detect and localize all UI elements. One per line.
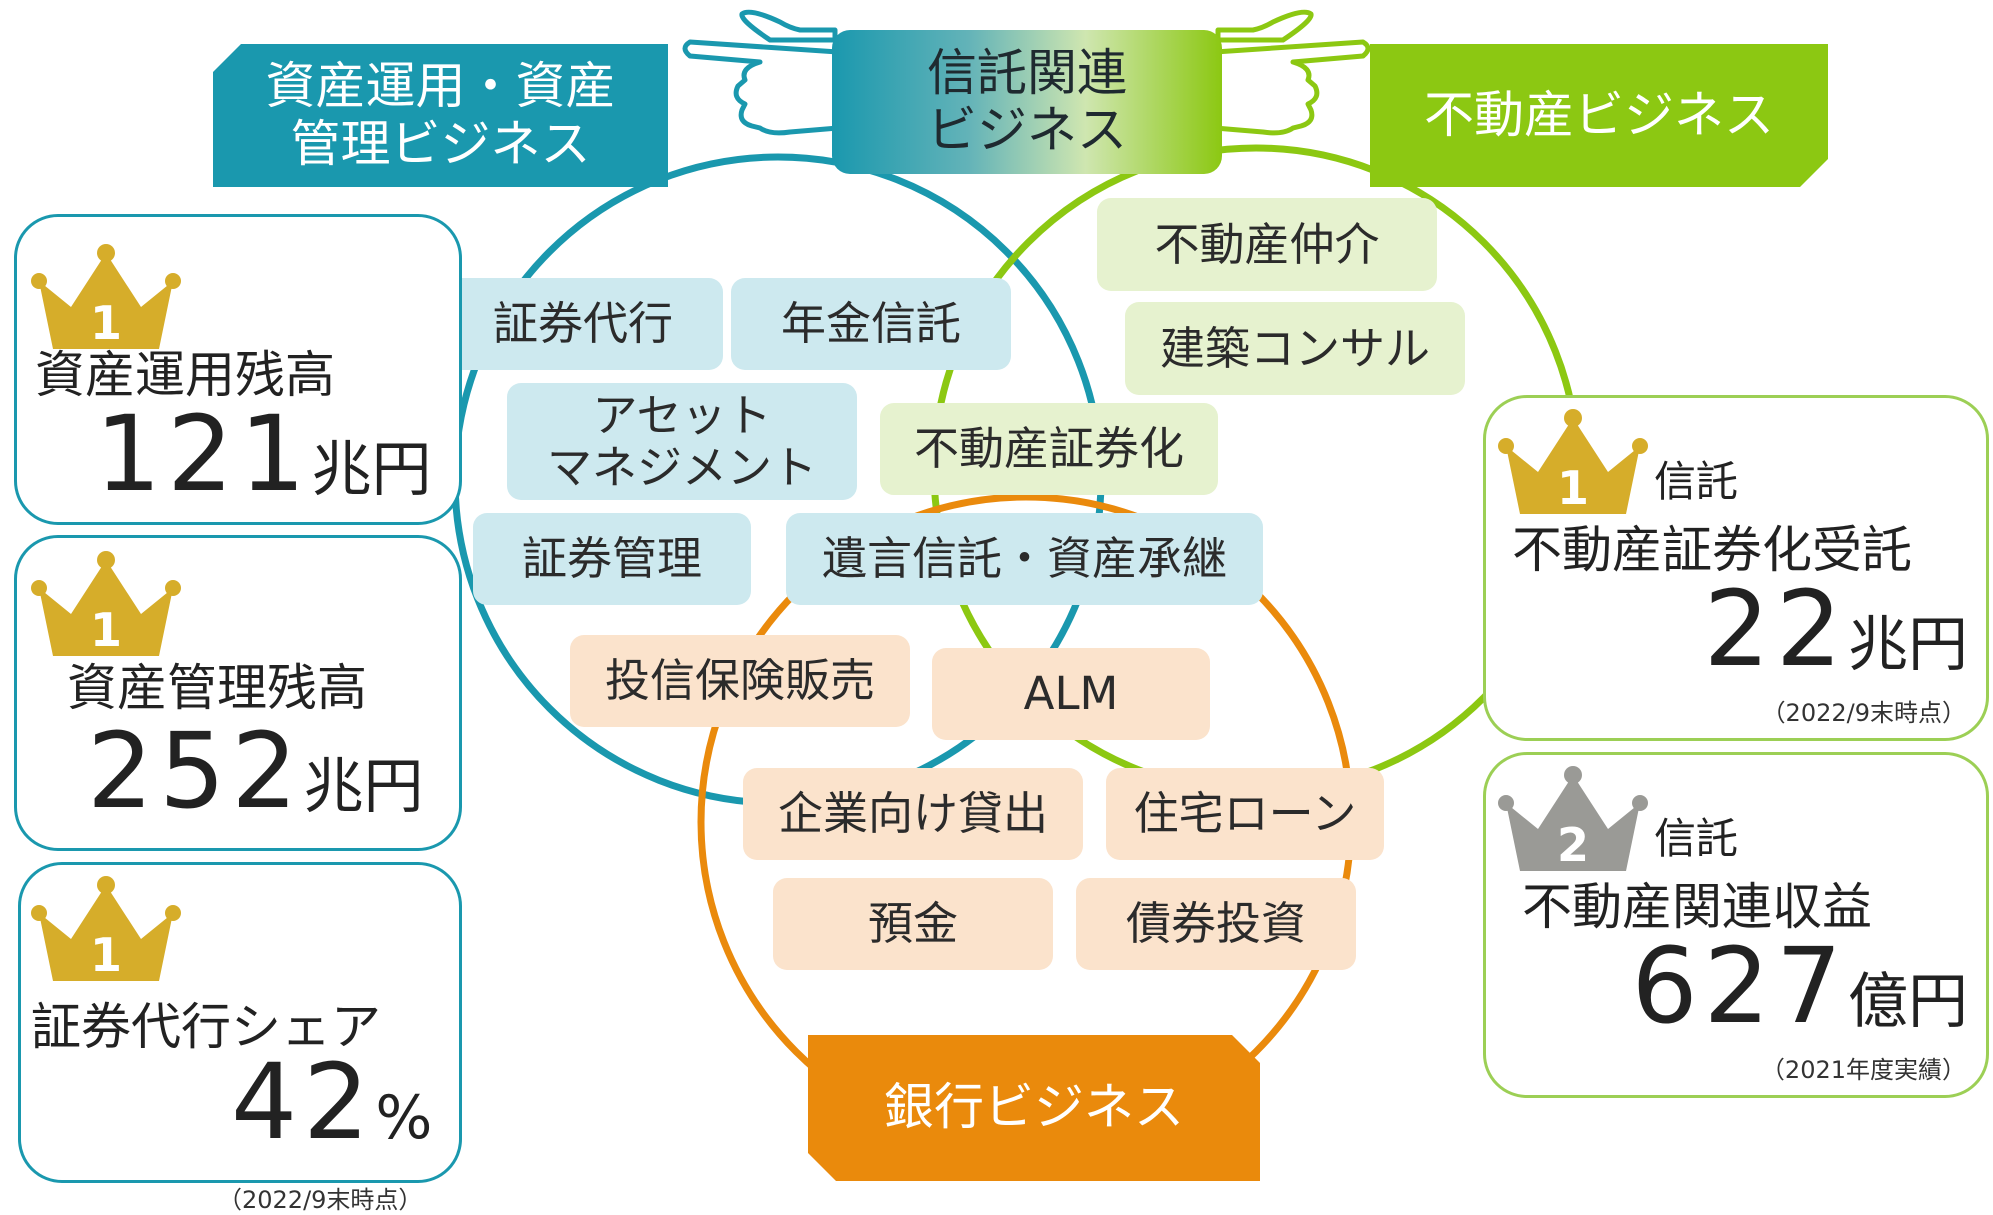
- rank-number: 1: [90, 296, 122, 350]
- stat-unit: 兆円: [1848, 610, 1968, 680]
- stat-value: 252兆円: [87, 710, 424, 832]
- stat-number: 42: [231, 1041, 376, 1163]
- stat-label: 資産運用残高: [35, 346, 335, 404]
- tag-securities-custody: 証券管理: [473, 513, 751, 605]
- stat-unit: 兆円: [311, 435, 432, 505]
- crown-icon: 1: [31, 876, 181, 982]
- stat-unit: %: [375, 1083, 433, 1153]
- rank-number: 1: [90, 928, 122, 982]
- pointing-hand-icon-right: [1212, 9, 1371, 136]
- tag-bond-investment: 債券投資: [1076, 878, 1356, 970]
- category-asset-management: 資産運用・資産 管理ビジネス: [213, 44, 668, 187]
- stat-number: 252: [87, 710, 304, 832]
- category-banking: 銀行ビジネス: [808, 1035, 1260, 1181]
- stat-value: 22兆円: [1704, 568, 1968, 690]
- tag-asset-management: アセット マネジメント: [507, 383, 857, 500]
- stat-number: 22: [1703, 568, 1848, 690]
- stat-prefix: 信託: [1654, 457, 1739, 506]
- category-real-estate: 不動産ビジネス: [1370, 44, 1828, 187]
- stat-note: （2022/9末時点）: [218, 1186, 423, 1214]
- crown-icon: 1: [1498, 409, 1648, 515]
- stat-card-asset-management-balance: 1 資産運用残高 121兆円: [14, 214, 462, 525]
- stat-prefix: 信託: [1654, 814, 1739, 863]
- tag-pension-trust: 年金信託: [731, 278, 1011, 370]
- stat-card-real-estate-revenue: 2 信託 不動産関連収益 627億円 （2021年度実績）: [1483, 752, 1989, 1098]
- category-real-estate-label: 不動産ビジネス: [1424, 85, 1774, 144]
- crown-icon: 1: [31, 244, 181, 350]
- category-asset-management-label: 資産運用・資産 管理ビジネス: [265, 57, 616, 173]
- stat-number: 121: [95, 393, 312, 515]
- category-banking-label: 銀行ビジネス: [884, 1078, 1184, 1137]
- tag-housing-loan: 住宅ローン: [1106, 768, 1384, 860]
- stat-unit: 億円: [1848, 967, 1968, 1037]
- tag-stock-transfer: 証券代行: [443, 278, 723, 370]
- tag-deposits: 預金: [773, 878, 1053, 970]
- stat-card-asset-custody-balance: 1 資産管理残高 252兆円: [14, 535, 462, 851]
- tag-testamentary-trust: 遺言信託・資産承継: [786, 513, 1263, 605]
- stat-value: 627億円: [1631, 925, 1968, 1047]
- tag-real-estate-securitization: 不動産証券化: [880, 403, 1218, 495]
- stat-value: 42%: [231, 1041, 432, 1163]
- crown-icon: 1: [31, 551, 181, 657]
- stat-value: 121兆円: [95, 393, 432, 515]
- stat-label: 不動産関連収益: [1522, 878, 1872, 936]
- crown-icon: 2: [1498, 766, 1648, 872]
- stat-label: 資産管理残高: [67, 659, 367, 717]
- center-trust-business: 信託関連 ビジネス: [832, 30, 1222, 174]
- stat-label: 証券代行シェア: [31, 998, 381, 1056]
- stat-card-stock-transfer-share: 1 証券代行シェア 42%: [18, 862, 462, 1183]
- stat-label: 不動産証券化受託: [1512, 521, 1912, 579]
- rank-number: 2: [1557, 818, 1589, 872]
- tag-corporate-lending: 企業向け貸出: [743, 768, 1083, 860]
- center-trust-business-label: 信託関連 ビジネス: [927, 43, 1127, 159]
- rank-number: 1: [90, 603, 122, 657]
- tag-construction-consulting: 建築コンサル: [1125, 302, 1465, 395]
- stat-number: 627: [1631, 925, 1848, 1047]
- tag-alm: ALM: [932, 648, 1210, 740]
- tag-investment-trust-sales: 投信保険販売: [570, 635, 910, 727]
- pointing-hand-icon-left: [682, 9, 841, 136]
- stat-unit: 兆円: [303, 752, 424, 822]
- stat-card-real-estate-securitization: 1 信託 不動産証券化受託 22兆円 （2022/9末時点）: [1483, 395, 1989, 741]
- rank-number: 1: [1557, 461, 1589, 515]
- stat-note: （2022/9末時点）: [1761, 699, 1966, 727]
- stat-note: （2021年度実績）: [1760, 1056, 1966, 1084]
- tag-real-estate-brokerage: 不動産仲介: [1097, 198, 1437, 291]
